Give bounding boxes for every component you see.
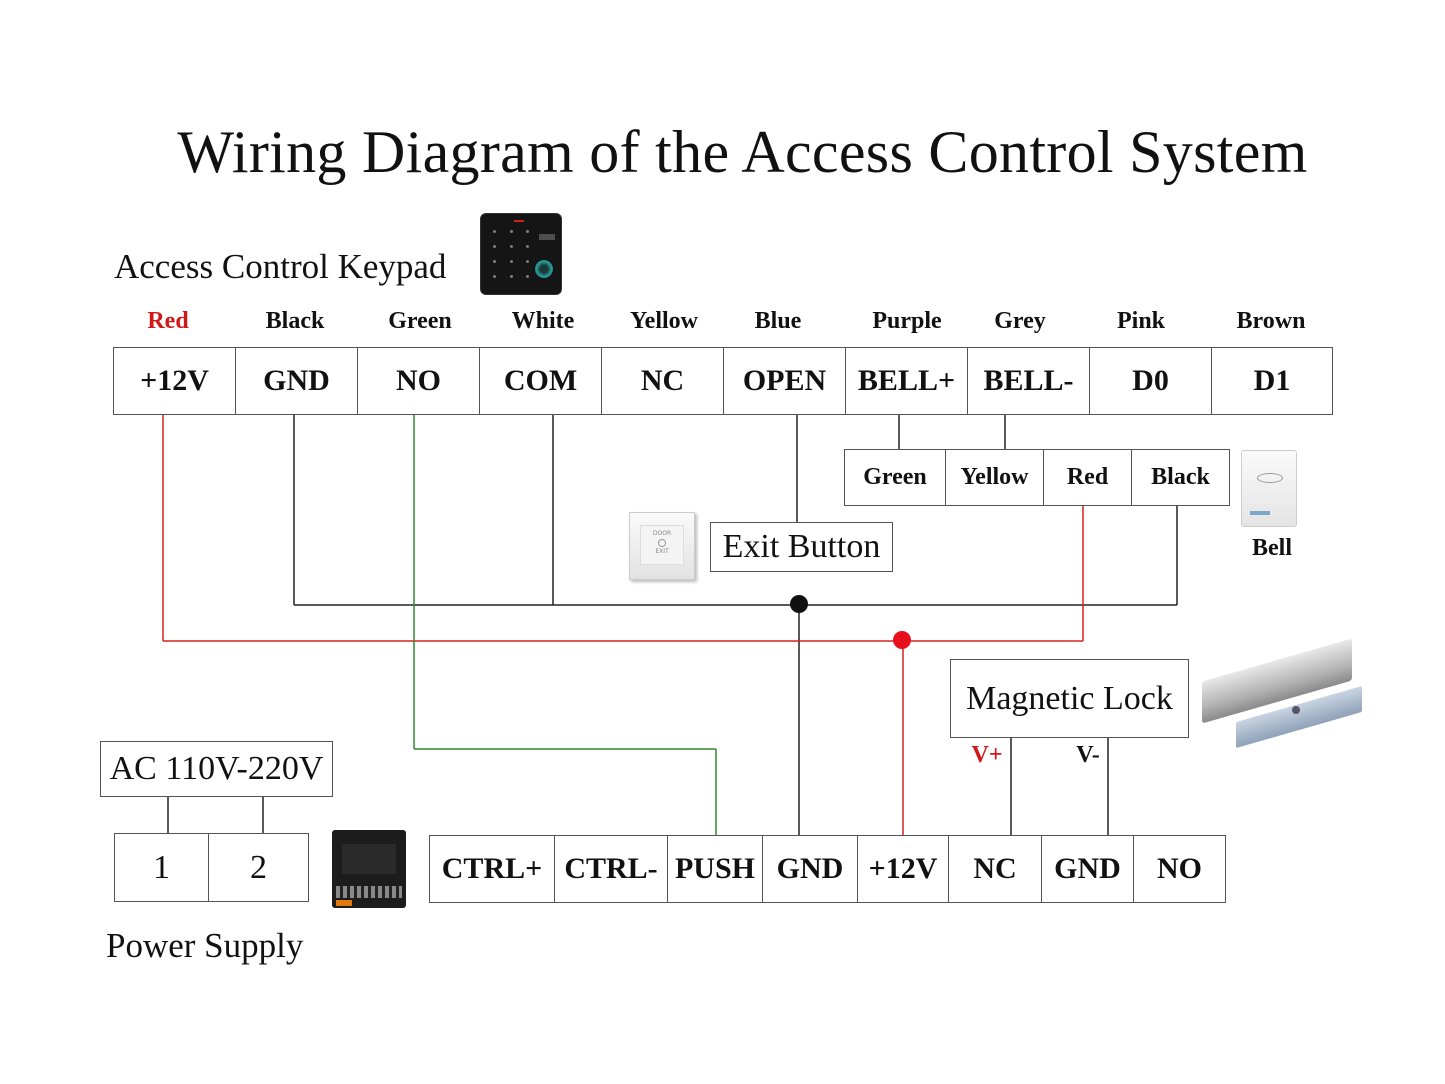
keypad-label: Access Control Keypad — [114, 247, 447, 286]
bell-wire-label: Red — [1044, 450, 1132, 505]
exit-button-device-text: EXIT — [655, 548, 669, 555]
magnetic-lock-device-image — [1200, 638, 1365, 758]
ac-terminal-strip: 1 2 — [114, 833, 309, 902]
wire-color-label: Purple — [872, 308, 942, 334]
psu-terminal: GND — [1042, 836, 1134, 902]
keypad-terminal: BELL- — [968, 348, 1090, 414]
junction-positive — [893, 631, 911, 649]
exit-button-box: Exit Button — [710, 522, 893, 572]
wire-color-label: Green — [388, 308, 452, 334]
magnetic-lock-box: Magnetic Lock — [950, 659, 1189, 738]
page-title: Wiring Diagram of the Access Control Sys… — [177, 119, 1308, 185]
psu-terminal: CTRL- — [555, 836, 668, 902]
wire-color-label: Pink — [1116, 308, 1166, 334]
ac-input-box: AC 110V-220V — [100, 741, 333, 797]
junction-ground — [790, 595, 808, 613]
keypad-device-image — [481, 214, 561, 294]
bell-terminal-strip: Green Yellow Red Black — [844, 449, 1230, 506]
wire-color-label: White — [511, 308, 575, 334]
keypad-terminal: GND — [236, 348, 358, 414]
psu-terminal: CTRL+ — [430, 836, 555, 902]
wire-color-label: Blue — [754, 308, 802, 334]
wire-color-label: Grey — [994, 308, 1046, 334]
wire-color-label: Black — [265, 308, 325, 334]
keypad-terminal: COM — [480, 348, 602, 414]
power-supply-device-image — [332, 830, 406, 908]
psu-terminal: NO — [1157, 852, 1202, 885]
keypad-terminal: OPEN — [724, 348, 846, 414]
psu-terminal: +12V — [858, 836, 949, 902]
lock-vminus-label: V- — [1076, 742, 1100, 768]
keypad-terminal: NO — [358, 348, 480, 414]
keypad-terminal: BELL+ — [846, 348, 968, 414]
wire-color-label: Yellow — [630, 308, 698, 334]
psu-terminal: NC — [949, 836, 1042, 902]
psu-terminal: GND — [763, 836, 858, 902]
ac-terminal: 2 — [250, 848, 267, 886]
ac-terminal: 1 — [115, 834, 209, 901]
keypad-terminal: D1 — [1253, 364, 1291, 397]
keypad-terminal: D0 — [1090, 348, 1212, 414]
bell-device-image — [1241, 450, 1297, 527]
exit-button-device-text: DOOR — [652, 530, 672, 537]
bell-label: Bell — [1252, 535, 1292, 561]
exit-button-device-image: DOOR EXIT — [629, 512, 695, 580]
lock-vplus-label: V+ — [971, 742, 1003, 768]
bell-wire-label: Green — [845, 450, 946, 505]
wire-color-label: Brown — [1236, 308, 1306, 334]
power-supply-terminal-strip: CTRL+ CTRL- PUSH GND +12V NC GND NO — [429, 835, 1226, 903]
psu-terminal: PUSH — [668, 836, 763, 902]
wire-color-label: Red — [147, 308, 189, 334]
bell-wire-label: Black — [1151, 464, 1210, 490]
keypad-terminal: +12V — [114, 348, 236, 414]
bell-wire-label: Yellow — [946, 450, 1044, 505]
keypad-terminal: NC — [602, 348, 724, 414]
power-supply-label: Power Supply — [106, 926, 304, 965]
keypad-terminal-strip: +12V GND NO COM NC OPEN BELL+ BELL- D0 D… — [113, 347, 1333, 415]
